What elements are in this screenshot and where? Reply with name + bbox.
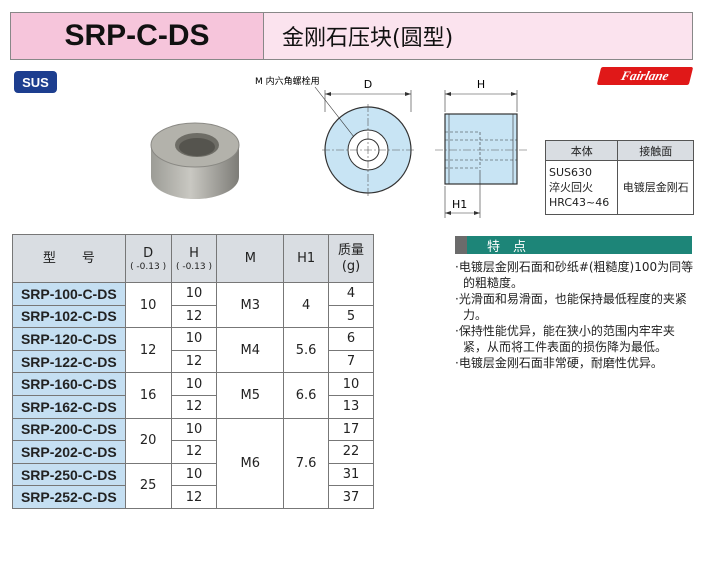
table-row: SRP-160-C-DS 16 10 M5 6.6 10 (12, 372, 374, 419)
features-list: ·电镀层金刚石面和砂纸#(粗糙度)100为同等的粗糙度。 ·光滑面和易滑面，也能… (455, 259, 695, 371)
spec-table: 型 号 D( -0.13 ) H( -0.13 ) M H1 质量(g) SRP… (12, 234, 374, 509)
table-row: SRP-250-C-DS 25 10 31 (12, 462, 374, 509)
list-item: ·保持性能优异，能在狭小的范围内牢牢夹紧，从而将工件表面的损伤降为最低。 (455, 324, 675, 354)
table-row: SRP-252-C-DS 12 37 (12, 485, 374, 509)
col-h: H( -0.13 ) (170, 234, 218, 283)
dim-h1-label: H1 (452, 198, 467, 211)
table-row: SRP-200-C-DS 20 10 M6 7.6 17 (12, 417, 374, 509)
col-mass: 质量(g) (328, 234, 374, 283)
brand-logo: Fairlane (596, 67, 694, 85)
product-code: SRP-C-DS (11, 13, 264, 59)
col-m: M (216, 234, 285, 283)
col-h1: H1 (283, 234, 330, 283)
product-photo (150, 122, 240, 199)
col-d: D( -0.13 ) (124, 234, 172, 283)
material-header-contact: 接触面 (617, 140, 694, 161)
dim-h-label: H (477, 78, 485, 91)
side-view (444, 113, 518, 185)
features-heading: 特 点 (455, 236, 692, 255)
title-banner: SRP-C-DS 金刚石压块(圆型) (10, 12, 693, 60)
table-row: SRP-102-C-DS 12 5 (12, 304, 374, 329)
material-header-body: 本体 (544, 140, 619, 161)
col-model: 型 号 (12, 234, 126, 283)
table-row: SRP-122-C-DS 12 7 (12, 349, 374, 374)
table-row: SRP-202-C-DS 12 22 (12, 440, 374, 464)
product-name: 金刚石压块(圆型) (264, 13, 692, 59)
material-badge: SUS (14, 71, 57, 93)
list-item: ·光滑面和易滑面，也能保持最低程度的夹紧力。 (455, 292, 687, 322)
material-table: 本体 接触面 SUS630 淬火回火 HRC43~46 电镀层金刚石 (544, 140, 694, 215)
dim-d-label: D (364, 78, 372, 91)
list-item: ·电镀层金刚石面和砂纸#(粗糙度)100为同等的粗糙度。 (455, 260, 694, 290)
table-row: SRP-100-C-DS 10 10 M3 4 4 (12, 281, 374, 329)
list-item: ·电镀层金刚石面非常硬，耐磨性优异。 (455, 356, 663, 370)
dimension-drawing: D M 内六角螺栓用 H H1 (255, 75, 527, 218)
table-row: SRP-120-C-DS 12 10 M4 5.6 6 (12, 327, 374, 374)
material-contact: 电镀层金刚石 (617, 160, 694, 215)
bolt-callout: M 内六角螺栓用 (255, 75, 320, 87)
material-body: SUS630 淬火回火 HRC43~46 (544, 160, 619, 215)
